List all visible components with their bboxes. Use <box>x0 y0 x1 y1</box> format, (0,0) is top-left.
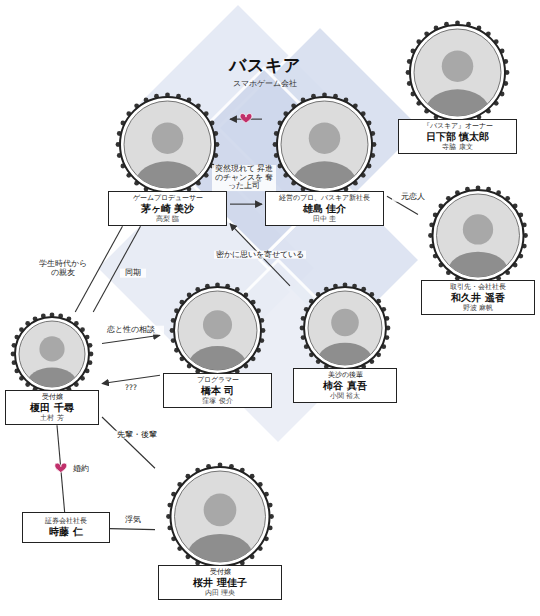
name-text: 茅ヶ崎 美沙 <box>111 202 224 215</box>
role-text: 取引先・会社社長 <box>424 283 532 291</box>
name-plate: 取引先・会社社長和久井 遥香野波 麻帆 <box>421 280 535 315</box>
portrait-frame <box>155 462 285 571</box>
relation-line <box>102 335 160 343</box>
name-plate: 美沙の後輩柿谷 真吾小関 裕太 <box>293 368 397 403</box>
portrait-frame <box>160 282 275 379</box>
relation-stroke <box>102 417 155 468</box>
relation-label: ??? <box>115 384 147 393</box>
name-text: 和久井 遥香 <box>424 291 532 304</box>
name-text: 柿谷 真吾 <box>296 379 394 392</box>
relation-line <box>230 204 262 205</box>
relation-line <box>387 196 418 214</box>
actor-text: 窪塚 俊介 <box>166 397 269 405</box>
actor-text: 土村 芳 <box>8 414 96 422</box>
heart-symbol <box>55 463 67 473</box>
portrait-silhouette <box>448 214 509 286</box>
company-heading: バスキアスマホゲーム会社 <box>190 54 340 89</box>
relation-line <box>110 529 155 530</box>
actor-text: 内田 理央 <box>161 589 279 597</box>
relation-stroke <box>110 529 155 530</box>
role-text: プログラマー <box>166 376 269 384</box>
role-text: 経営のプロ、バスキア新社長 <box>268 194 381 202</box>
role-text: ゲームプロデューサー <box>111 194 224 202</box>
portrait-frame <box>290 282 400 374</box>
role-text: 受付嬢 <box>161 568 279 576</box>
role-text: 証券会社社長 <box>25 517 107 525</box>
name-text: 橋本 司 <box>166 384 269 397</box>
actor-text: 野波 麻帆 <box>424 304 532 312</box>
company-type: スマホゲーム会社 <box>190 78 340 89</box>
name-plate: 受付嬢榎田 千尋土村 芳 <box>5 390 99 425</box>
portrait-silhouette <box>293 122 356 197</box>
portrait-frame <box>105 92 230 197</box>
portrait-frame <box>418 185 538 286</box>
role-text: 美沙の後輩 <box>296 371 394 379</box>
name-plate: 経営のプロ、バスキア新社長雄島 佳介田中 圭 <box>265 191 384 226</box>
character-card: 受付嬢桜井 理佳子内田 理央 <box>155 462 285 600</box>
actor-text: 田中 圭 <box>268 215 381 223</box>
portrait-silhouette <box>188 310 246 379</box>
character-card: 経営のプロ、バスキア新社長雄島 佳介田中 圭 <box>262 92 387 226</box>
relation-line <box>55 425 67 512</box>
relation-label: 元恋人 <box>392 193 434 202</box>
relation-stroke <box>102 375 160 383</box>
portrait-frame <box>262 92 387 197</box>
name-text: 雄島 佳介 <box>268 202 381 215</box>
relation-label: 婚約 <box>68 464 94 473</box>
portrait-frame <box>2 312 102 396</box>
actor-text: 高梨 臨 <box>111 215 224 223</box>
character-card: 受付嬢榎田 千尋土村 芳 <box>2 312 102 425</box>
portrait-silhouette <box>136 122 199 197</box>
company-band: バスキアスマホゲーム会社ゲームプロデューサー茅ヶ崎 美沙高梨 臨 経営のプロ、バス… <box>88 8 418 420</box>
name-plate: ゲームプロデューサー茅ヶ崎 美沙高梨 臨 <box>108 191 227 226</box>
name-text: 時藤 仁 <box>25 525 107 538</box>
name-plate: 受付嬢桜井 理佳子内田 理央 <box>158 565 282 600</box>
name-plate: 『バスキア』オーナー日下部 慎太郎寺脇 康文 <box>398 119 517 154</box>
name-text: 桜井 理佳子 <box>161 576 279 589</box>
relation-stroke <box>102 335 160 343</box>
role-text: 『バスキア』オーナー <box>401 122 514 130</box>
portrait-silhouette <box>27 336 77 396</box>
character-card: 取引先・会社社長和久井 遥香野波 麻帆 <box>418 185 538 315</box>
relation-label: 浮気 <box>117 516 149 525</box>
character-card: プログラマー橋本 司窪塚 俊介 <box>160 282 275 408</box>
character-card: 『バスキア』オーナー日下部 慎太郎寺脇 康文 <box>395 20 520 154</box>
relation-label: 先輩・後輩 <box>112 430 162 439</box>
actor-text: 小関 裕太 <box>296 392 394 400</box>
role-text: 受付嬢 <box>8 393 96 401</box>
actor-text: 寺脇 康文 <box>401 143 514 151</box>
portrait-silhouette <box>187 494 252 571</box>
portrait-silhouette <box>317 309 372 374</box>
relation-stroke <box>230 204 262 205</box>
relation-line <box>102 375 160 383</box>
character-card: 美沙の後輩柿谷 真吾小関 裕太 <box>290 282 400 403</box>
character-card: ゲームプロデューサー茅ヶ崎 美沙高梨 臨 <box>105 92 230 226</box>
relation-label: 学生時代からの親友 <box>37 261 89 278</box>
name-text: 榎田 千尋 <box>8 401 96 414</box>
portrait-frame <box>395 20 520 125</box>
portrait-silhouette <box>426 50 489 125</box>
name-text: 日下部 慎太郎 <box>401 130 514 143</box>
relation-stroke <box>387 196 418 214</box>
company-name: バスキア <box>190 54 340 77</box>
character-box: 証券会社社長時藤 仁 <box>22 512 110 543</box>
name-plate: プログラマー橋本 司窪塚 俊介 <box>163 373 272 408</box>
relation-line <box>102 417 155 468</box>
